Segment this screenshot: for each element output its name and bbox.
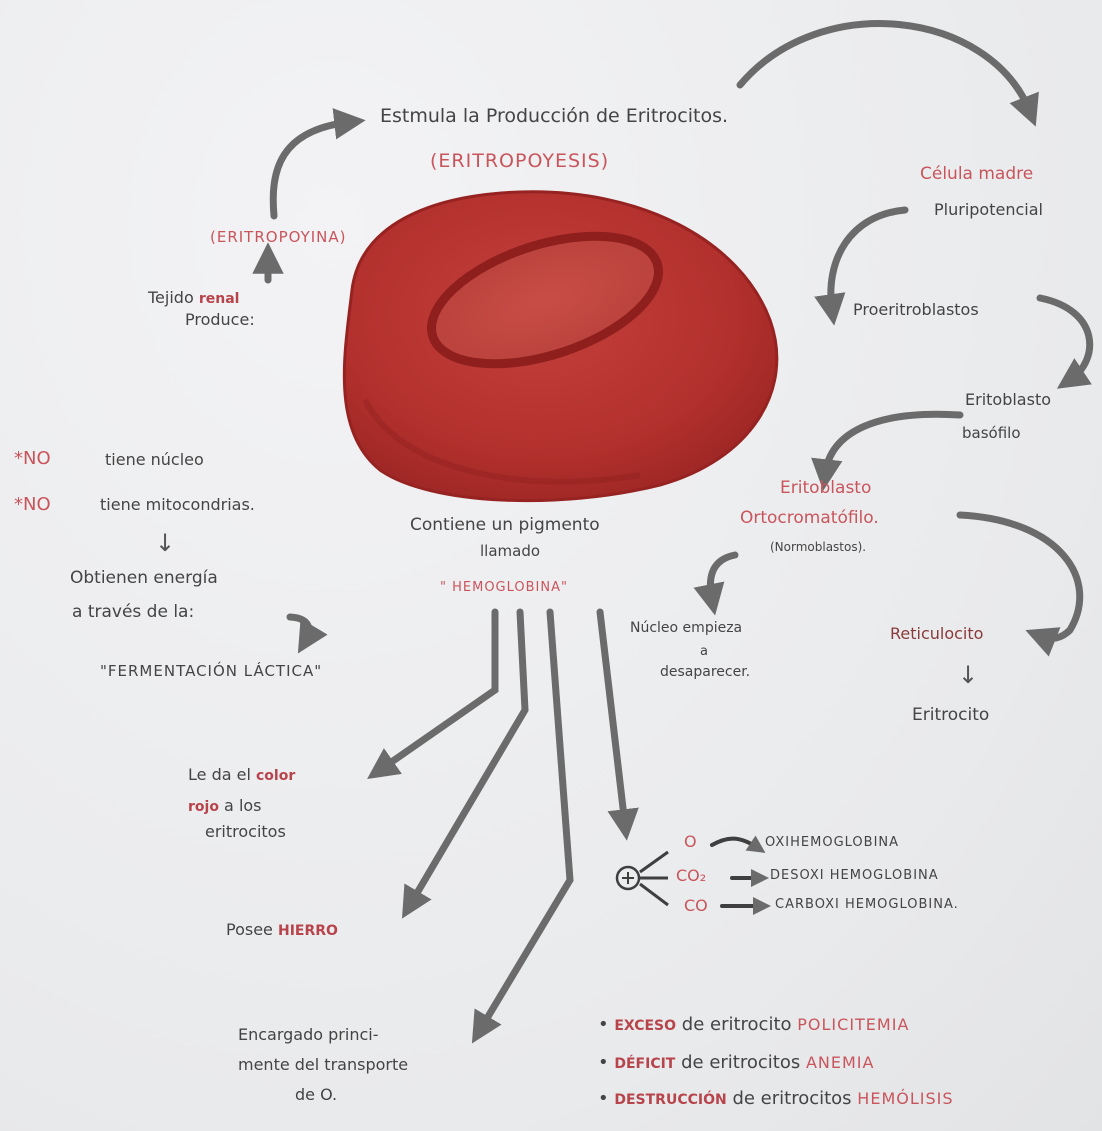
result-anemia: ANEMIA [806,1053,875,1072]
arrow-proeritroblastos-to-basofilo [1040,298,1090,380]
arrow-celula-to-proeritroblastos [831,210,905,310]
bullet: • [598,1014,609,1035]
transporte-line-3: de O. [295,1085,337,1105]
reticulocito: Reticulocito [890,624,983,644]
reticulocito-down-arrow: ↓ [958,660,978,690]
carboxihemoglobina: CARBOXI HEMOGLOBINA. [775,897,959,913]
color-rojo-line-3: eritrocitos [205,822,286,842]
basofilo-1: Eritoblasto [965,390,1051,410]
nucleo-1: Núcleo empieza [630,620,742,638]
posee-hierro-text: Posee HIERRO [226,920,338,941]
celula-madre-2: Pluripotencial [934,200,1043,220]
arrow-production-to-celula [740,24,1030,112]
nucleo-2: a [700,644,708,660]
red-blood-cell [344,192,777,501]
nucleo-3: desaparecer. [660,664,750,682]
produce-text: Produce: [185,310,255,330]
disorder-deficit: • DÉFICIT de eritrocitos ANEMIA [598,1052,874,1075]
proeritroblastos: Proeritroblastos [853,300,979,320]
arrow-o-to-oxi [712,839,758,848]
cause-exceso: EXCESO [614,1018,676,1034]
eritrocito: Eritrocito [912,705,989,726]
transporte-line-2: mente del transporte [238,1055,408,1075]
result-hemolisis: HEMÓLISIS [857,1089,953,1108]
eritropoyina-label: (ERITROPOYINA) [210,228,347,247]
result-policitemia: POLICITEMIA [797,1015,909,1034]
arrow-orto-to-reticulocito [960,515,1080,638]
hierro-word: HIERRO [278,923,338,939]
arrow-orto-to-nucleo [710,555,735,600]
renal-word: renal [199,291,240,307]
color-text-b: a los [224,796,261,815]
tejido-word: Tejido [148,288,194,307]
no-nucleo-star: *NO [14,448,51,471]
cause-destruccion: DESTRUCCIÓN [614,1092,726,1108]
middle-text: de eritrocito [682,1014,792,1035]
desoxihemoglobina: DESOXI HEMOGLOBINA [770,868,939,884]
no-mito-star: *NO [14,494,51,517]
color-text-a: Le da el [188,765,251,784]
eritropoyesis-label: (ERITROPOYESIS) [430,150,609,174]
tejido-renal-text: Tejido renal [148,288,239,309]
middle-text: de eritrocitos [681,1052,800,1073]
no-mito-text: tiene mitocondrias. [100,495,255,515]
energia-text-1: Obtienen energía [70,568,218,589]
orto-2: Ortocromatófilo. [740,508,879,529]
energy-down-arrow: ↓ [155,528,175,558]
color-rojo-line-2: rojo a los [188,796,262,817]
production-text: Estmula la Producción de Eritrocitos. [380,105,728,129]
orto-1: Eritoblasto [780,478,871,499]
color-rojo-line-1: Le da el color [188,765,295,786]
gas-co: CO [684,896,708,916]
basofilo-2: basófilo [962,424,1021,443]
bullet: • [598,1088,609,1109]
middle-text: de eritrocitos [732,1088,851,1109]
cause-deficit: DÉFICIT [614,1056,675,1072]
oxihemoglobina: OXIHEMOGLOBINA [765,835,899,851]
bullet: • [598,1052,609,1073]
no-nucleo-text: tiene núcleo [105,450,204,470]
arrow-eritropoyina-to-production [273,122,350,216]
transporte-line-1: Encargado princi- [238,1025,378,1045]
gas-o: O [684,832,697,852]
arrow-to-binding [600,612,625,825]
rojo-word: rojo [188,799,219,815]
energia-text-2: a través de la: [72,602,194,623]
fermentacion-label: "FERMENTACIÓN LÁCTICA" [100,662,322,681]
pigmento-text-2: llamado [480,542,540,561]
arrow-to-hierro [410,612,525,905]
arrow-basofilo-to-orto [825,414,960,475]
posee-word: Posee [226,920,273,939]
celula-madre-1: Célula madre [920,164,1033,185]
arrow-fermentacion [290,617,309,640]
disorder-destruccion: • DESTRUCCIÓN de eritrocitos HEMÓLISIS [598,1088,954,1111]
hemoglobina-label: " HEMOGLOBINA" [440,580,568,596]
binding-symbol [617,852,668,905]
pigmento-text-1: Contiene un pigmento [410,515,600,536]
color-word: color [256,768,295,784]
gas-co2: CO₂ [676,866,706,886]
arrow-to-color-rojo [380,612,495,770]
normoblastos: (Normoblastos). [770,540,866,555]
disorder-exceso: • EXCESO de eritrocito POLICITEMIA [598,1014,909,1037]
